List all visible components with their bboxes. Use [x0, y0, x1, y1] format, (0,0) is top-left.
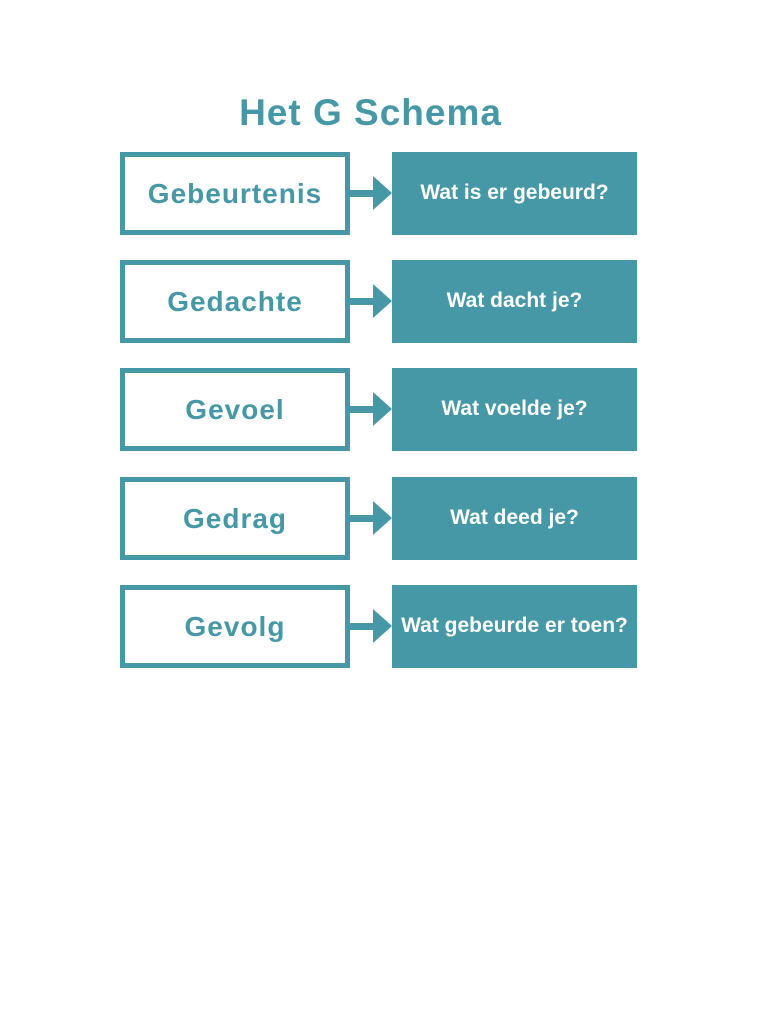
question-box: Wat gebeurde er toen?	[392, 585, 637, 668]
arrow-right-icon	[350, 152, 392, 235]
arrow-head	[373, 284, 392, 318]
question-label: Wat gebeurde er toen?	[401, 614, 628, 638]
g-term-box: Gevolg	[120, 585, 350, 668]
arrow-head	[373, 392, 392, 426]
g-term-box: Gedrag	[120, 477, 350, 560]
arrow-right-icon	[350, 585, 392, 668]
question-label: Wat is er gebeurd?	[420, 181, 609, 205]
question-box: Wat voelde je?	[392, 368, 637, 451]
g-schema-diagram: Gebeurtenis Wat is er gebeurd? Gedachte …	[120, 0, 640, 700]
arrow-head	[373, 176, 392, 210]
schema-row-gedachte: Gedachte Wat dacht je?	[120, 260, 640, 343]
schema-row-gevoel: Gevoel Wat voelde je?	[120, 368, 640, 451]
arrow-shaft	[350, 515, 375, 522]
arrow-right-icon	[350, 260, 392, 343]
g-term-label: Gevoel	[185, 393, 285, 425]
question-label: Wat voelde je?	[441, 397, 588, 421]
arrow-shaft	[350, 623, 375, 630]
arrow-right-icon	[350, 368, 392, 451]
g-term-box: Gedachte	[120, 260, 350, 343]
schema-row-gebeurtenis: Gebeurtenis Wat is er gebeurd?	[120, 152, 640, 235]
arrow-right-icon	[350, 477, 392, 560]
arrow-shaft	[350, 406, 375, 413]
arrow-shaft	[350, 190, 375, 197]
question-label: Wat dacht je?	[446, 289, 583, 313]
arrow-head	[373, 609, 392, 643]
question-box: Wat is er gebeurd?	[392, 152, 637, 235]
g-term-box: Gebeurtenis	[120, 152, 350, 235]
g-term-label: Gebeurtenis	[147, 177, 323, 209]
question-box: Wat dacht je?	[392, 260, 637, 343]
g-term-label: Gevolg	[184, 610, 286, 642]
page-title: Het G Schema	[239, 92, 502, 133]
g-term-box: Gevoel	[120, 368, 350, 451]
schema-row-gedrag: Gedrag Wat deed je?	[120, 477, 640, 560]
arrow-head	[373, 501, 392, 535]
question-box: Wat deed je?	[392, 477, 637, 560]
g-term-label: Gedachte	[167, 285, 303, 317]
schema-row-gevolg: Gevolg Wat gebeurde er toen?	[120, 585, 640, 668]
arrow-shaft	[350, 298, 375, 305]
question-label: Wat deed je?	[450, 506, 579, 530]
g-term-label: Gedrag	[182, 502, 288, 534]
